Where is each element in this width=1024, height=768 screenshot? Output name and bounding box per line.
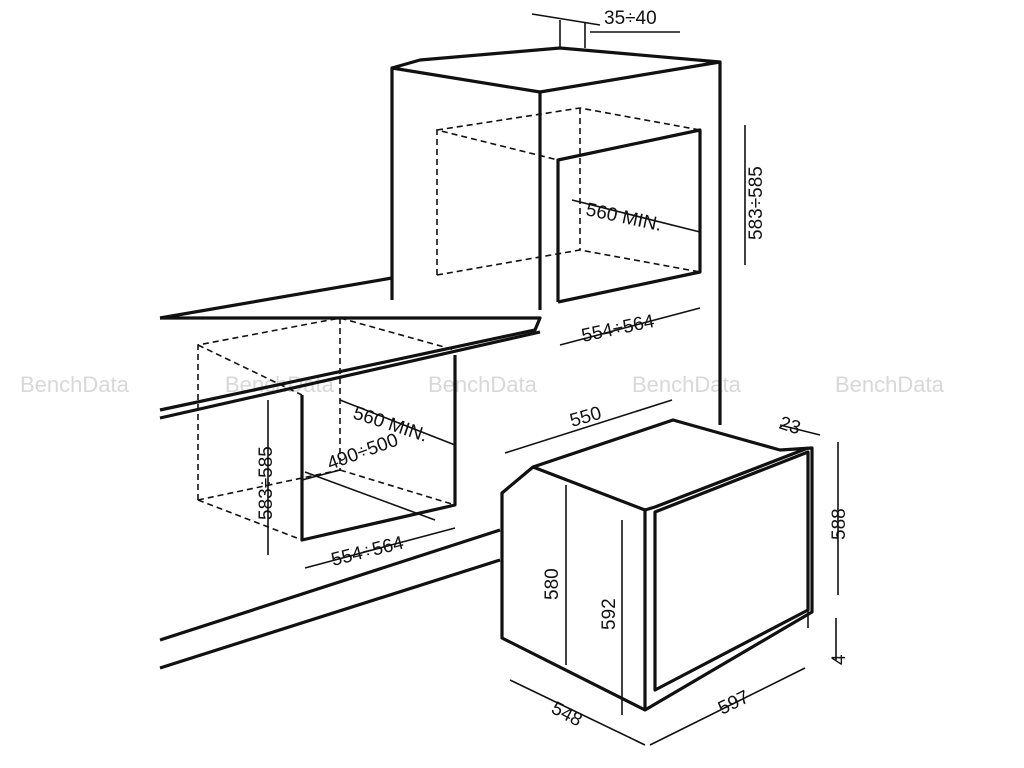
watermark: BenchData xyxy=(632,372,742,397)
dimension-lines xyxy=(267,125,839,746)
dim-550: 550 xyxy=(568,403,604,432)
watermarks: BenchData BenchData BenchData BenchData … xyxy=(20,372,945,397)
oven xyxy=(500,418,814,712)
dim-upper-height: 583÷585 xyxy=(746,166,767,240)
worktop-and-base xyxy=(159,276,542,670)
watermark: BenchData xyxy=(428,372,538,397)
dim-588: 588 xyxy=(829,508,850,540)
dim-35-40: 35÷40 xyxy=(604,8,657,29)
dim-548: 548 xyxy=(548,698,586,731)
dim-lower-inner: 490÷500 xyxy=(325,430,402,475)
watermark: BenchData xyxy=(20,372,130,397)
watermark: BenchData xyxy=(835,372,945,397)
dim-upper-depth: 560 MIN. xyxy=(584,199,664,236)
dim-580: 580 xyxy=(542,568,563,600)
dim-upper-width: 554÷564 xyxy=(580,311,657,347)
dim-4: 4 xyxy=(829,654,850,665)
dim-lower-height: 583÷585 xyxy=(256,446,277,520)
tall-cabinet xyxy=(390,13,722,425)
dim-592: 592 xyxy=(599,598,620,630)
dim-23: 23 xyxy=(776,413,803,440)
dim-597: 597 xyxy=(715,687,753,720)
